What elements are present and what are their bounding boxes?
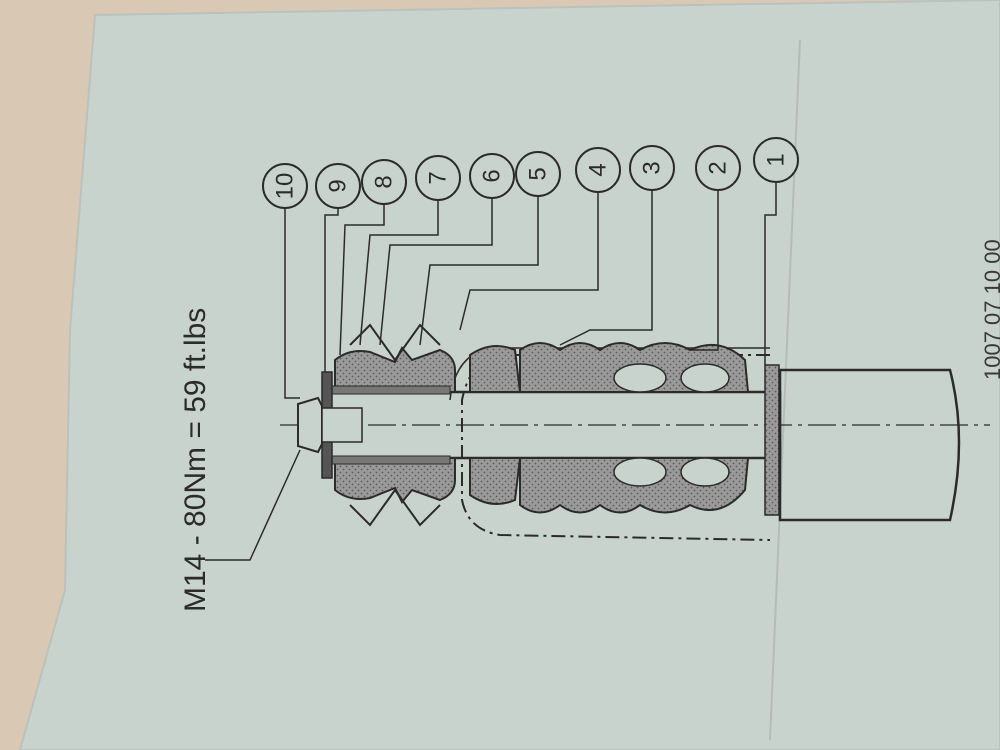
callout-2: 2: [705, 161, 732, 174]
pulley-groove: [680, 457, 730, 487]
v-belt: [349, 488, 441, 527]
part-5-hub-upper: [469, 345, 522, 393]
callout-circle: [515, 151, 561, 197]
callout-circle: [753, 137, 799, 183]
corner-number: 1007 07 10 00: [980, 239, 1000, 380]
callout-circle: [315, 163, 361, 209]
callout-circle: [629, 145, 675, 191]
pulley-groove: [680, 363, 730, 393]
small-pulley-upper: [334, 346, 456, 393]
leader-lines: [205, 180, 777, 561]
small-pulley-lower: [334, 457, 456, 504]
callout-3: 3: [639, 161, 666, 174]
callout-circle: [415, 155, 461, 201]
callout-circle: [695, 145, 741, 191]
part-1-spacer: [764, 364, 780, 516]
part-10-bolt: [297, 396, 323, 454]
torque-spec: M14 - 80Nm = 59 ft.lbs: [179, 308, 212, 612]
v-belt: [349, 323, 441, 362]
callout-8: 8: [371, 175, 398, 188]
engine-housing: [778, 368, 961, 522]
small-pulley-sleeve: [329, 385, 451, 395]
bolt-shank: [321, 407, 363, 443]
part-5-hub-lower: [469, 457, 522, 505]
callout-5: 5: [525, 167, 552, 180]
callout-9: 9: [325, 179, 352, 192]
callout-4: 4: [585, 163, 612, 176]
callout-circle: [469, 153, 515, 199]
callout-circle: [361, 159, 407, 205]
small-pulley-sleeve: [329, 455, 451, 465]
callout-10: 10: [272, 173, 299, 200]
callout-7: 7: [425, 171, 452, 184]
pulley-groove: [613, 363, 667, 393]
callout-circle: [262, 163, 308, 209]
callout-1: 1: [763, 153, 790, 166]
callout-6: 6: [479, 169, 506, 182]
callout-circle: [575, 147, 621, 193]
pulley-groove: [613, 457, 667, 487]
